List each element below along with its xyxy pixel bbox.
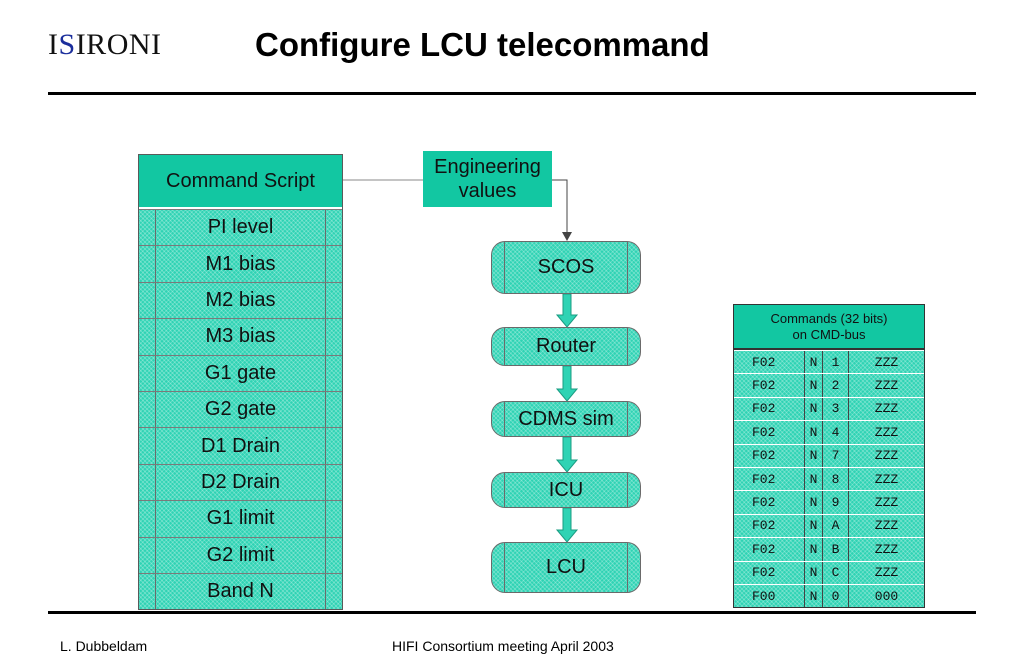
script-item: G2 limit [139, 536, 342, 574]
logo-letter-s: S [58, 28, 76, 61]
command-cell: F02 [752, 471, 776, 487]
command-cell: 0 [822, 584, 848, 608]
command-cell: ZZZ [848, 397, 924, 421]
logo-letter: I [151, 28, 162, 61]
command-cell: F02 [752, 354, 776, 370]
command-cell: N [804, 538, 822, 561]
script-item: M3 bias [139, 318, 342, 355]
script-item: G1 gate [139, 354, 342, 392]
engineering-line-1: Engineering [434, 156, 541, 178]
command-cell: F02 [752, 378, 776, 394]
command-cell: A [822, 514, 848, 538]
command-cell: ZZZ [848, 561, 924, 584]
script-item: G2 gate [139, 390, 342, 428]
command-cell: F02 [752, 495, 776, 511]
flow-arrow-icon [555, 437, 579, 472]
flow-node: LCU [491, 542, 641, 593]
command-cell: F00 [752, 588, 776, 604]
engineering-to-scos-arrowhead [562, 232, 572, 241]
command-cell: ZZZ [848, 538, 924, 561]
command-cell: 4 [822, 421, 848, 444]
command-cell: N [804, 421, 822, 444]
command-cell: 8 [822, 467, 848, 491]
command-cell: N [804, 374, 822, 397]
sirion-logo: ISIRONI [48, 28, 162, 62]
command-cell: F02 [752, 401, 776, 417]
flow-arrow-icon [555, 366, 579, 401]
logo-letter: I [48, 28, 59, 61]
script-item: Band N [139, 572, 342, 610]
footer-event: HIFI Consortium meeting April 2003 [392, 638, 614, 654]
flow-arrow-icon [555, 508, 579, 542]
commands-header-line-1: Commands (32 bits) [770, 310, 888, 326]
command-cell: B [822, 538, 848, 561]
command-cell: 1 [822, 351, 848, 374]
command-cell: F02 [752, 565, 776, 581]
slide-title: Configure LCU telecommand [255, 26, 710, 63]
command-cell: F02 [752, 518, 776, 534]
command-cell: ZZZ [848, 491, 924, 514]
command-cell: F02 [752, 541, 776, 557]
command-cell: 000 [848, 584, 924, 608]
script-item: PI level [139, 209, 342, 246]
command-cell: 9 [822, 491, 848, 514]
command-cell: F02 [752, 448, 776, 464]
flow-node: CDMS sim [491, 401, 641, 437]
command-cell: 7 [822, 444, 848, 467]
command-cell: ZZZ [848, 421, 924, 444]
command-cell: 2 [822, 374, 848, 397]
command-script-header: Command Script [139, 155, 342, 209]
script-item: D1 Drain [139, 427, 342, 465]
command-cell: F02 [752, 424, 776, 440]
flow-arrow-icon [555, 294, 579, 327]
script-item: M1 bias [139, 245, 342, 283]
command-cell: ZZZ [848, 467, 924, 491]
command-cell: 3 [822, 397, 848, 421]
commands-header: Commands (32 bits) on CMD-bus [734, 305, 924, 350]
command-cell: N [804, 351, 822, 374]
command-cell: ZZZ [848, 351, 924, 374]
command-cell: ZZZ [848, 444, 924, 467]
script-item: D2 Drain [139, 463, 342, 501]
footer-author: L. Dubbeldam [60, 638, 148, 654]
script-item: M2 bias [139, 281, 342, 319]
engineering-to-scos-line [552, 179, 568, 232]
command-cell: N [804, 584, 822, 608]
command-cell: N [804, 444, 822, 467]
command-cell: C [822, 561, 848, 584]
script-item: G1 limit [139, 500, 342, 537]
command-cell: N [804, 397, 822, 421]
command-cell: N [804, 491, 822, 514]
command-cell: ZZZ [848, 374, 924, 397]
command-cell: N [804, 467, 822, 491]
engineering-line-2: values [458, 180, 517, 202]
command-cell: ZZZ [848, 514, 924, 538]
flow-node: SCOS [491, 241, 641, 294]
logo-letters: IRON [75, 28, 152, 61]
bottom-divider [48, 611, 976, 614]
engineering-values-box: Engineering values [423, 151, 552, 207]
command-cell: N [804, 514, 822, 538]
commands-header-line-2: on CMD-bus [792, 326, 866, 342]
flow-node: ICU [491, 472, 641, 508]
top-divider [48, 92, 976, 95]
command-cell: N [804, 561, 822, 584]
flow-node: Router [491, 327, 641, 366]
